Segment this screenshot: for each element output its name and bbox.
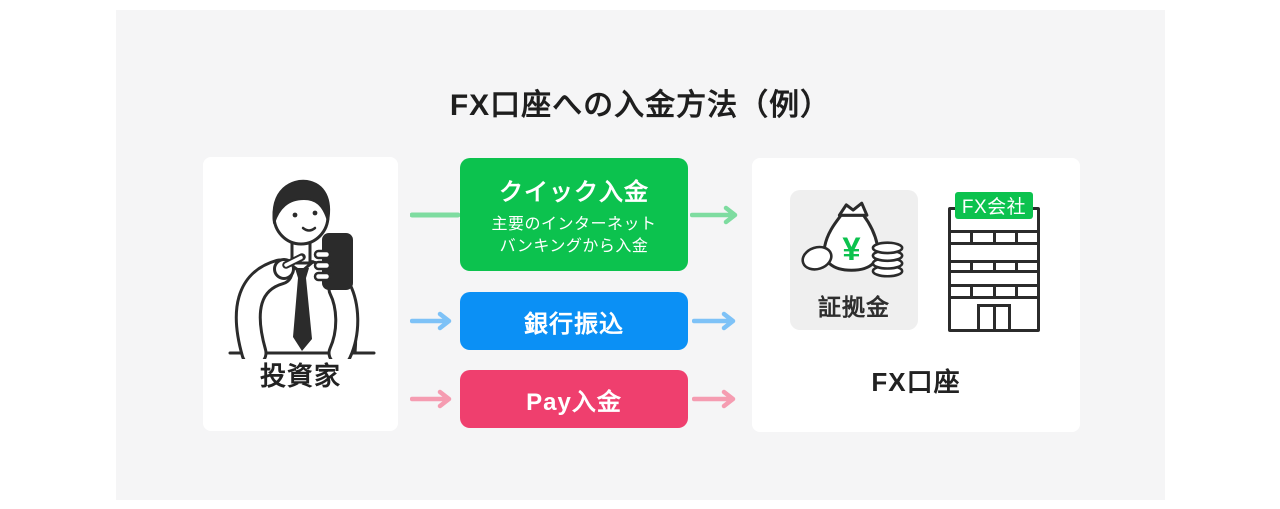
fx-account-label: FX口座 [871,367,961,397]
building-door [977,304,1011,329]
investor-card: 投資家 [203,157,398,431]
fx-company-building: FX会社 [948,192,1040,332]
bank-transfer-label: 銀行振込 [524,310,624,338]
pay-deposit-left-arrow [410,389,452,409]
diagram-panel: FX口座への入金方法（例） [116,10,1165,500]
pay-deposit-button[interactable]: Pay入金 [460,370,688,428]
yen-symbol: ¥ [842,230,861,267]
building-window-row [951,230,1037,245]
investor-label: 投資家 [259,361,341,391]
investor-illustration [228,179,375,359]
fx-account-card: ¥ 証拠金 FX会社 FX口座 [752,158,1080,432]
margin-label: 証拠金 [818,294,890,320]
coin-icon [801,245,833,271]
quick-deposit-label: クイック入金 [499,179,649,206]
building-window-row [951,260,1037,273]
quick-deposit-right-arrow [690,205,738,225]
pay-deposit-right-arrow [692,389,736,409]
fx-company-tag: FX会社 [955,192,1033,219]
quick-deposit-button[interactable]: クイック入金 主要のインターネット バンキングから入金 [460,158,688,271]
page-title: FX口座への入金方法（例） [449,89,832,122]
margin-box: ¥ 証拠金 [790,190,918,330]
money-bag-icon: ¥ [801,201,904,278]
pay-deposit-label: Pay入金 [526,388,622,416]
quick-deposit-left-line [410,212,460,218]
bank-transfer-right-arrow [692,311,736,331]
bank-transfer-button[interactable]: 銀行振込 [460,292,688,350]
quick-deposit-description: 主要のインターネット バンキングから入金 [491,216,657,255]
building-icon [948,207,1040,332]
coin-stack-icon [871,241,904,278]
building-window-row [951,284,1037,299]
bank-transfer-left-arrow [410,311,452,331]
